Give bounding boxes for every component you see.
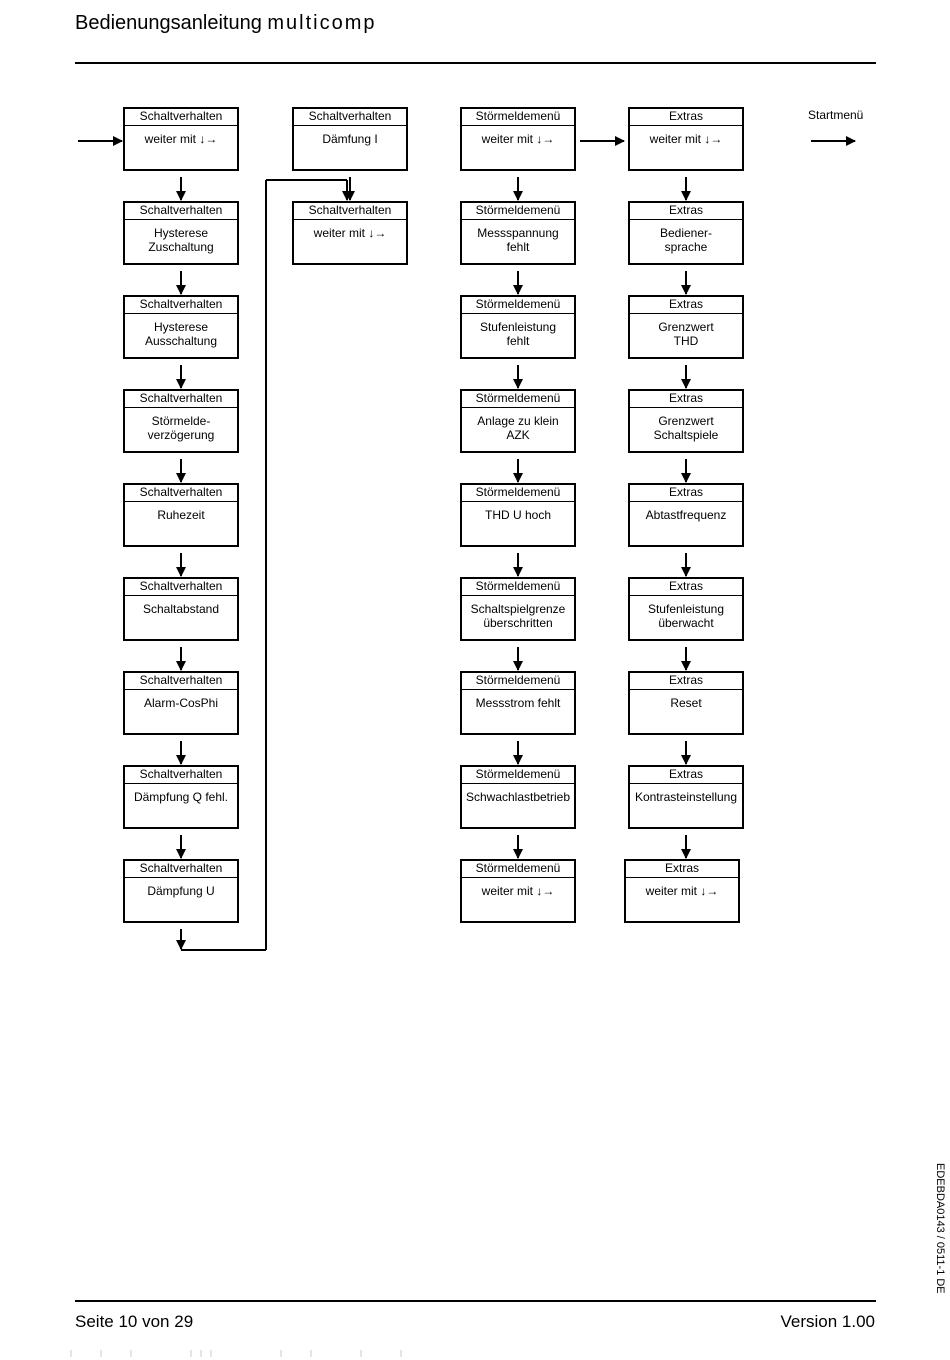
menu-box-header: Schaltverhalten: [125, 391, 237, 408]
menu-box-schaltverhalten-sub-2: Schaltverhalten weiter mit ↓→: [292, 201, 408, 265]
menu-box-header: Extras: [630, 391, 742, 408]
menu-box-header: Extras: [630, 109, 742, 126]
menu-box-header: Extras: [630, 203, 742, 220]
menu-box-extras-9: Extras weiter mit ↓→: [624, 859, 740, 923]
menu-box-header: Extras: [630, 579, 742, 596]
menu-box-label: weiter mit ↓→: [313, 226, 387, 240]
menu-box-header: Extras: [630, 297, 742, 314]
startmenu-label: Startmenü: [808, 108, 864, 122]
menu-box-extras-1: Extras weiter mit ↓→: [628, 107, 744, 171]
menu-box-label: Messstrom fehlt: [475, 696, 561, 710]
menu-box-label: weiter mit ↓→: [481, 132, 555, 146]
menu-box-label: weiter mit ↓→: [645, 884, 719, 898]
menu-box-label: weiter mit ↓→: [481, 884, 555, 898]
title-text: Bedienungsanleitung: [75, 12, 262, 34]
menu-box-header: Schaltverhalten: [125, 109, 237, 126]
menu-box-header: Schaltverhalten: [125, 673, 237, 690]
page-number: Seite 10 von 29: [75, 1312, 194, 1331]
document-code: EDEBDA0143 / 0511-1 DE: [934, 1163, 946, 1294]
menu-box-label: Schaltabstand: [142, 602, 220, 616]
menu-box-header: Schaltverhalten: [125, 579, 237, 596]
menu-box-header: Schaltverhalten: [125, 485, 237, 502]
menu-box-label: Hysterese Zuschaltung: [148, 226, 214, 254]
menu-box-label: Störmelde- verzögerung: [147, 414, 215, 442]
menu-box-stoermeldemenue-1: Störmeldemenü weiter mit ↓→: [460, 107, 576, 171]
menu-box-header: Störmeldemenü: [462, 673, 574, 690]
menu-box-header: Schaltverhalten: [294, 203, 406, 220]
menu-box-header: Extras: [626, 861, 738, 878]
menu-box-schaltverhalten-1: Schaltverhalten weiter mit ↓→: [123, 107, 239, 171]
menu-box-header: Schaltverhalten: [125, 297, 237, 314]
menu-box-label: Dämfung I: [322, 132, 378, 146]
menu-box-header: Störmeldemenü: [462, 861, 574, 878]
menu-box-header: Extras: [630, 485, 742, 502]
menu-box-header: Störmeldemenü: [462, 767, 574, 784]
menu-box-label: Alarm-CosPhi: [143, 696, 218, 710]
menu-box-label: Bediener- sprache: [659, 226, 713, 254]
menu-box-header: Schaltverhalten: [125, 203, 237, 220]
menu-box-label: Messspannung fehlt: [477, 226, 559, 254]
menu-box-header: Extras: [630, 767, 742, 784]
menu-box-header: Störmeldemenü: [462, 579, 574, 596]
menu-box-label: Ruhezeit: [157, 508, 205, 522]
menu-box-label: Reset: [670, 696, 702, 710]
menu-box-stoermeldemenue-9: Störmeldemenü weiter mit ↓→: [460, 859, 576, 923]
scan-marks: [60, 1350, 420, 1358]
menu-box-header: Störmeldemenü: [462, 109, 574, 126]
header-rule: [75, 62, 876, 64]
menu-box-header: Störmeldemenü: [462, 485, 574, 502]
brand-name: multicomp: [267, 12, 377, 34]
footer-rule: [75, 1300, 876, 1302]
version-label: Version 1.00: [780, 1312, 875, 1331]
menu-box-header: Störmeldemenü: [462, 203, 574, 220]
menu-box-label: Stufenleistung überwacht: [647, 602, 725, 630]
menu-box-header: Schaltverhalten: [125, 861, 237, 878]
menu-box-label: Dämpfung U: [147, 884, 215, 898]
document-title: Bedienungsanleitung multicomp: [75, 12, 377, 35]
menu-box-label: Hysterese Ausschaltung: [144, 320, 218, 348]
menu-box-label: THD U hoch: [484, 508, 552, 522]
menu-box-label: Dämpfung Q fehl.: [133, 790, 229, 804]
menu-box-label: Abtastfrequenz: [645, 508, 727, 522]
menu-box-label: Schaltspielgrenze überschritten: [470, 602, 566, 630]
menu-box-label: Schwachlastbetrieb: [465, 790, 571, 804]
menu-box-label: weiter mit ↓→: [649, 132, 723, 146]
menu-box-label: Grenzwert Schaltspiele: [653, 414, 719, 442]
menu-box-header: Störmeldemenü: [462, 297, 574, 314]
menu-box-label: weiter mit ↓→: [144, 132, 218, 146]
menu-box-label: Kontrasteinstellung: [634, 790, 738, 804]
menu-box-header: Schaltverhalten: [125, 767, 237, 784]
menu-box-label: Stufenleistung fehlt: [479, 320, 557, 348]
menu-box-header: Extras: [630, 673, 742, 690]
menu-box-label: Anlage zu klein AZK: [477, 414, 559, 442]
menu-box-header: Störmeldemenü: [462, 391, 574, 408]
menu-box-header: Schaltverhalten: [294, 109, 406, 126]
menu-box-label: Grenzwert THD: [658, 320, 714, 348]
